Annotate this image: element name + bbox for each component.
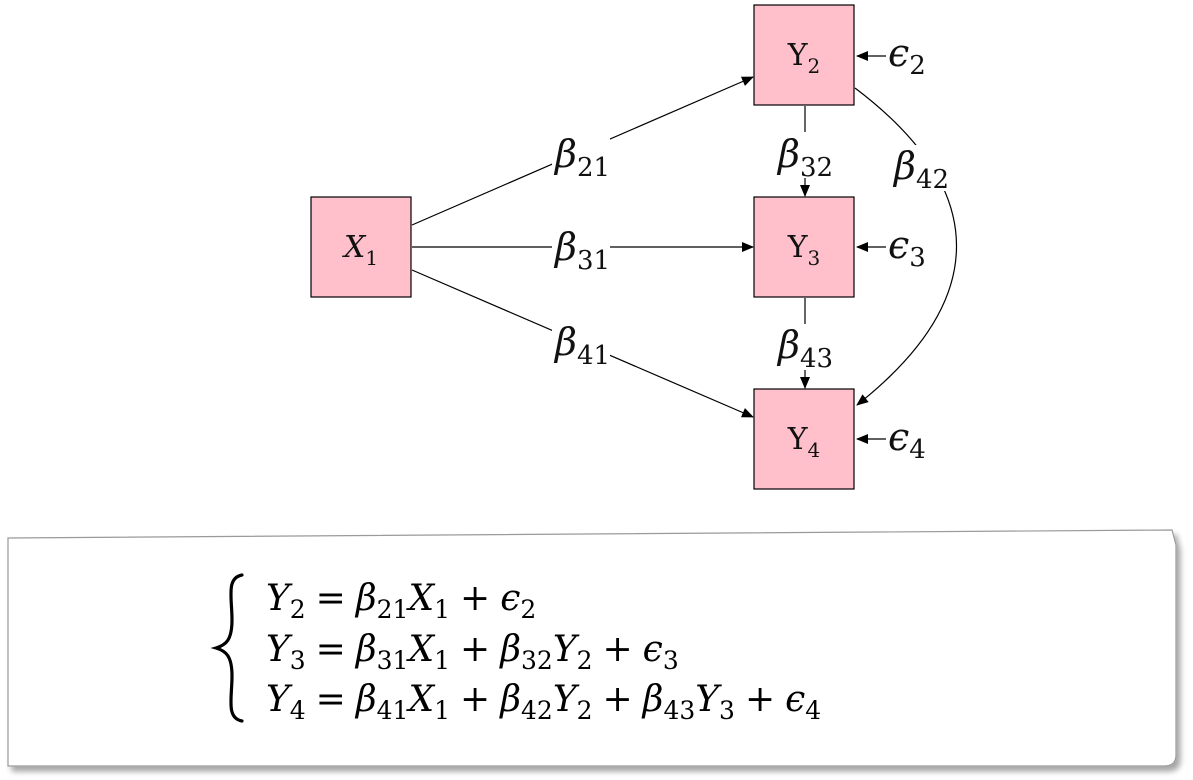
equation-y4: Y4=β41X1+β42Y2+β43Y3+ϵ4 (266, 679, 821, 725)
path-label-beta43: β43 (776, 323, 833, 374)
equation-y2: Y2=β21X1+ϵ2 (266, 578, 536, 624)
node-y2-label: Y (787, 38, 809, 73)
equation-card (7, 529, 1177, 767)
node-y3-subscript: 3 (808, 246, 821, 270)
path-y2-y4-arrow (854, 87, 958, 406)
node-y3: Y3 (753, 196, 855, 298)
svg-text:X1: X1 (342, 230, 378, 270)
path-label-beta21: β21 (553, 132, 610, 183)
node-y2: Y2 (753, 4, 855, 106)
node-x1-label: X (342, 230, 367, 265)
path-diagram: X1 Y2 Y3 Y4 β21 β31 β41 β32 β43 β42 ϵ2 ϵ… (310, 4, 958, 490)
path-label-beta41: β41 (553, 320, 610, 371)
label-backgrounds (552, 132, 949, 370)
path-label-beta31: β31 (553, 225, 610, 276)
node-y4-subscript: 4 (808, 438, 821, 462)
node-y4: Y4 (753, 388, 855, 490)
node-x1-subscript: 1 (365, 246, 378, 270)
node-x1: X1 (310, 196, 412, 298)
error-label-e4: ϵ4 (888, 415, 926, 465)
equation-y3: Y3=β31X1+β32Y2+ϵ3 (266, 629, 679, 675)
svg-text:Y4: Y4 (787, 422, 821, 462)
svg-text:Y2: Y2 (787, 38, 821, 78)
path-label-beta32: β32 (776, 132, 833, 183)
node-y3-label: Y (787, 230, 809, 265)
path-label-beta42: β42 (892, 144, 949, 195)
node-y2-subscript: 2 (808, 54, 821, 78)
edge-layer (411, 51, 958, 444)
left-brace (210, 573, 244, 723)
node-y4-label: Y (787, 422, 809, 457)
equation-system: Y2=β21X1+ϵ2 Y3=β31X1+β32Y2+ϵ3 Y4=β41X1+β… (210, 573, 821, 725)
error-label-e3: ϵ3 (888, 223, 926, 273)
svg-text:Y3: Y3 (787, 230, 821, 270)
error-label-e2: ϵ2 (888, 31, 926, 81)
